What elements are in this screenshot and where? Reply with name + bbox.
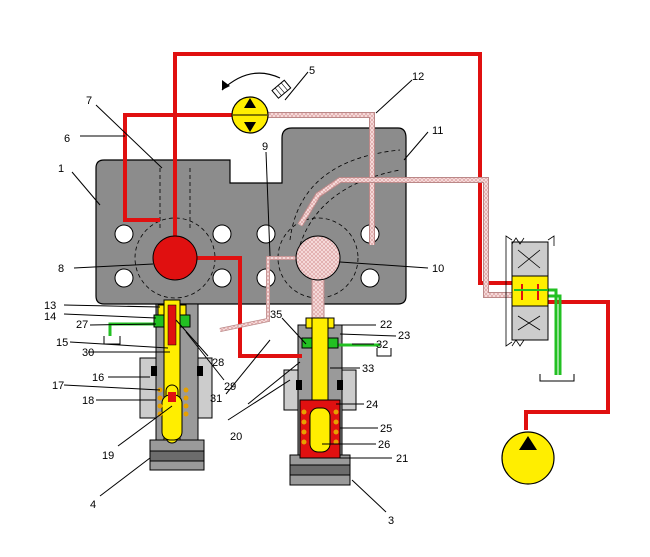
motor-coupling [271,79,292,99]
tank-symbols [103,336,575,382]
label-13: 13 [44,300,56,312]
label-32: 32 [376,339,388,351]
label-23: 23 [398,330,410,342]
label-19: 19 [102,450,114,462]
pilot-chamber [295,235,341,281]
rotation-arrow-icon [221,72,281,91]
label-21: 21 [396,453,408,465]
label-31: 31 [210,393,222,405]
main-pump [501,431,555,485]
label-7: 7 [86,95,92,107]
label-30: 30 [82,347,94,359]
label-18: 18 [82,395,94,407]
label-1: 1 [58,163,64,175]
leader-lines [63,71,429,513]
label-16: 16 [92,372,104,384]
main-pressure-chamber [152,235,198,281]
pilot-pump [221,72,292,134]
label-15: 15 [56,337,68,349]
label-14: 14 [44,311,56,323]
left-spool [153,299,191,444]
label-5: 5 [309,65,315,77]
label-17: 17 [52,380,64,392]
label-29: 29 [224,381,236,393]
label-24: 24 [366,399,378,411]
label-12: 12 [412,71,424,83]
label-35: 35 [270,309,282,321]
label-10: 10 [432,263,444,275]
pilot-lines [219,112,512,332]
label-26: 26 [378,439,390,451]
label-4: 4 [90,499,96,511]
label-33: 33 [362,363,374,375]
label-6: 6 [64,133,70,145]
label-28: 28 [212,357,224,369]
label-9: 9 [262,141,268,153]
valve-body [95,127,407,305]
label-11: 11 [432,125,443,137]
directional-control-valve [505,235,555,347]
label-22: 22 [380,319,392,331]
label-25: 25 [380,423,392,435]
callout-labels: 1 3 4 5 6 7 8 9 10 11 12 13 14 15 16 17 … [44,65,444,527]
label-27: 27 [76,319,88,331]
label-8: 8 [58,263,64,275]
label-20: 20 [230,431,242,443]
label-3: 3 [388,515,394,527]
right-spool [299,317,341,459]
